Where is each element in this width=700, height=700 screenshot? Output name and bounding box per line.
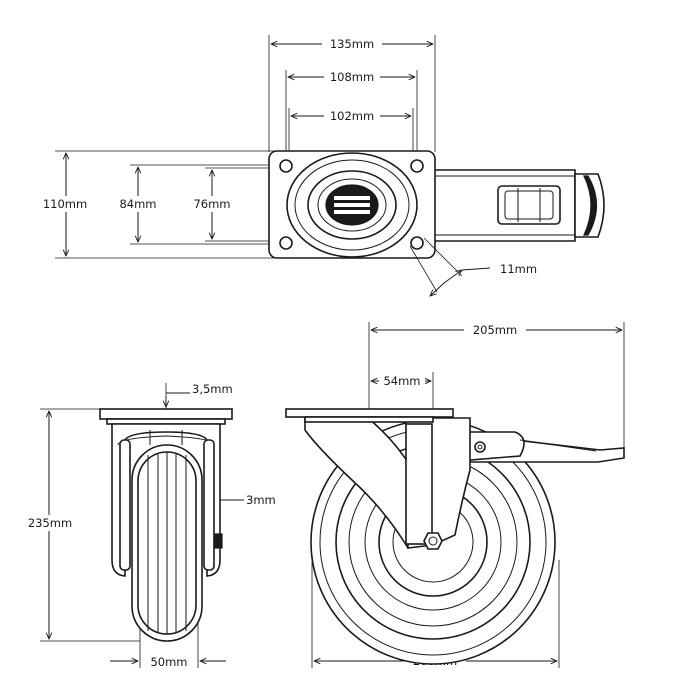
mount-hole-icon xyxy=(410,236,424,250)
offset-label: 54mm xyxy=(383,374,420,388)
wheel-width-label: 50mm xyxy=(150,655,187,669)
total-length-label: 205mm xyxy=(473,323,517,337)
plate-height-label: 110mm xyxy=(43,197,87,211)
mount-hole-icon xyxy=(410,159,424,173)
front-view: 235mm 50mm 3,5mm 3mm xyxy=(24,382,276,669)
top-view: 135mm 108mm 102mm 110mm 84mm 76mm xyxy=(36,35,605,296)
axle-nut-icon xyxy=(423,532,443,550)
hole-spacing-outer-label: 108mm xyxy=(330,70,374,84)
hole-diameter-dimension xyxy=(443,270,462,284)
hole-diameter-label: 11mm xyxy=(500,262,537,276)
mounting-plate-side xyxy=(285,408,454,418)
plate-thickness-label: 3,5mm xyxy=(192,382,233,396)
side-view: 205mm 54mm 200mm xyxy=(285,322,625,669)
mount-hole-icon xyxy=(279,236,293,250)
hole-spacing-vertical-inner-label: 76mm xyxy=(193,197,230,211)
total-height-label: 235mm xyxy=(28,516,72,530)
plate-width-label: 135mm xyxy=(330,37,374,51)
fork-thickness-label: 3mm xyxy=(246,493,276,507)
hole-spacing-inner-label: 102mm xyxy=(330,109,374,123)
hole-spacing-vertical-outer-label: 84mm xyxy=(119,197,156,211)
mount-hole-icon xyxy=(279,159,293,173)
